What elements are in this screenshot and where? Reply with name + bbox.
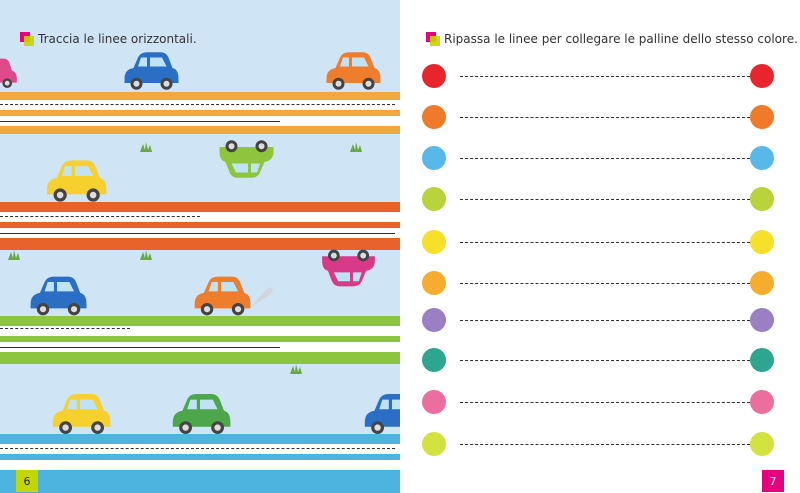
right-instruction-text: Ripassa le linee per collegare le pallin… — [444, 32, 798, 46]
color-dot-icon[interactable] — [750, 432, 774, 456]
color-dot-icon[interactable] — [422, 230, 446, 254]
connect-line[interactable] — [460, 360, 750, 361]
car-icon — [52, 394, 111, 434]
square-marker-icon — [20, 32, 34, 46]
color-dot-icon[interactable] — [750, 64, 774, 88]
connect-line[interactable] — [460, 444, 750, 445]
car-icon — [364, 394, 400, 434]
green-road — [0, 316, 400, 364]
color-dot-icon[interactable] — [750, 146, 774, 170]
trace-line[interactable] — [0, 347, 280, 348]
car-icon — [124, 52, 179, 90]
connect-line[interactable] — [460, 76, 750, 77]
car-icon — [172, 394, 231, 434]
connect-line[interactable] — [460, 158, 750, 159]
page-number-badge: 6 — [16, 470, 38, 492]
connect-line[interactable] — [460, 117, 750, 118]
car-icon — [0, 58, 17, 88]
color-dot-icon[interactable] — [750, 105, 774, 129]
color-dot-icon[interactable] — [750, 308, 774, 332]
connect-line[interactable] — [460, 283, 750, 284]
square-marker-icon — [426, 32, 440, 46]
trace-line[interactable] — [0, 233, 395, 234]
color-dot-icon[interactable] — [750, 390, 774, 414]
grass-icon — [140, 142, 152, 152]
color-dot-icon[interactable] — [422, 64, 446, 88]
car-icon — [326, 52, 381, 90]
trace-line[interactable] — [0, 448, 395, 449]
page-number-badge: 7 — [762, 470, 784, 492]
car-icon — [322, 249, 375, 287]
trace-line[interactable] — [0, 104, 395, 105]
left-page: Traccia le linee orizzontali. — [0, 0, 400, 493]
right-page: Ripassa le linee per collegare le pallin… — [400, 0, 800, 493]
grass-icon — [140, 250, 152, 260]
page-number: 6 — [23, 474, 31, 488]
car-icon — [194, 276, 251, 316]
color-dot-icon[interactable] — [750, 348, 774, 372]
color-dot-icon[interactable] — [422, 348, 446, 372]
color-dot-icon[interactable] — [422, 390, 446, 414]
trace-line[interactable] — [0, 216, 200, 217]
connect-line[interactable] — [460, 199, 750, 200]
grass-icon — [350, 142, 362, 152]
car-icon — [30, 276, 87, 316]
color-dot-icon[interactable] — [422, 271, 446, 295]
trace-line[interactable] — [0, 328, 130, 329]
left-instruction: Traccia le linee orizzontali. — [20, 32, 197, 46]
grass-icon — [8, 250, 20, 260]
connect-line[interactable] — [460, 402, 750, 403]
exhaust-smoke-icon — [252, 287, 273, 306]
color-dot-icon[interactable] — [422, 105, 446, 129]
color-dot-icon[interactable] — [750, 187, 774, 211]
color-dot-icon[interactable] — [422, 187, 446, 211]
color-dot-icon[interactable] — [422, 308, 446, 332]
color-dot-icon[interactable] — [750, 230, 774, 254]
page-number: 7 — [769, 474, 777, 488]
trace-line[interactable] — [0, 121, 280, 122]
car-icon — [46, 160, 107, 202]
right-instruction: Ripassa le linee per collegare le pallin… — [426, 32, 798, 46]
color-dot-icon[interactable] — [750, 271, 774, 295]
connect-line[interactable] — [460, 242, 750, 243]
car-icon — [219, 140, 274, 178]
connect-line[interactable] — [460, 320, 750, 321]
color-dot-icon[interactable] — [422, 432, 446, 456]
left-instruction-text: Traccia le linee orizzontali. — [38, 32, 197, 46]
color-dot-icon[interactable] — [422, 146, 446, 170]
grass-icon — [290, 364, 302, 374]
orange-road — [0, 92, 400, 134]
red-road — [0, 202, 400, 250]
